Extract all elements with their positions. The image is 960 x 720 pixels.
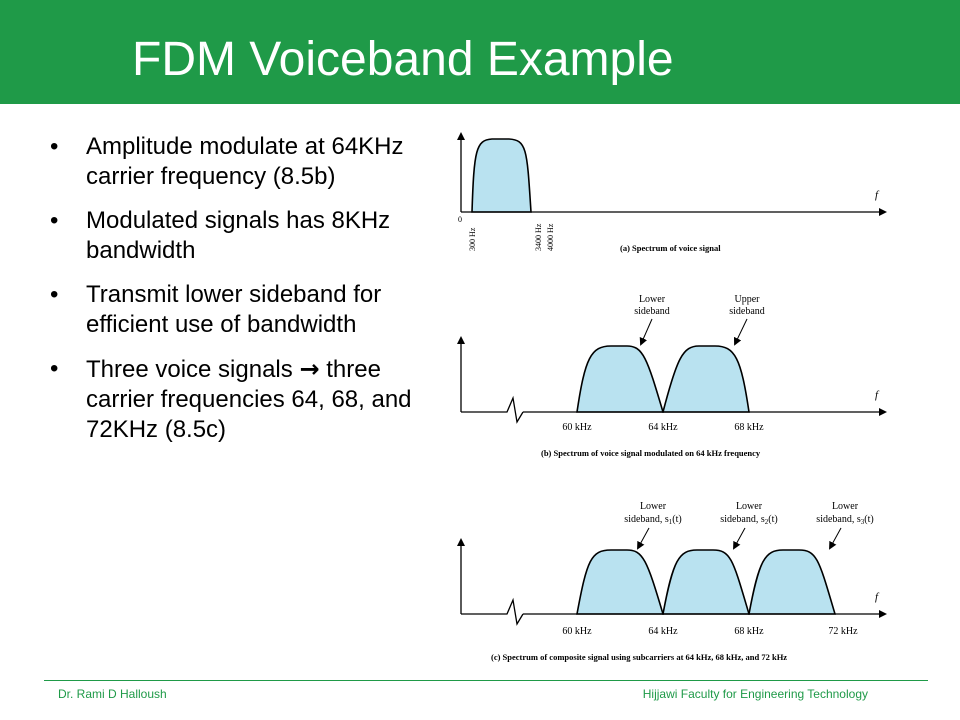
panel-b-f-label: f bbox=[875, 389, 880, 401]
panel-a-voice-spectrum: f 0 300 Hz 3400 Hz 4000 Hz (a) Spectrum … bbox=[457, 132, 887, 253]
sideband-s1-shape bbox=[576, 549, 665, 615]
bullet-text: Transmit lower sideband for efficient us… bbox=[86, 281, 382, 338]
s3-arrow bbox=[829, 527, 842, 550]
s1-label-line2: sideband, s1(t) bbox=[624, 514, 681, 526]
s2-arrow bbox=[733, 527, 746, 550]
tick-label-64khz: 64 kHz bbox=[648, 626, 678, 637]
bullet-item: • Amplitude modulate at 64KHz carrier fre… bbox=[50, 132, 420, 192]
upper-label-line1: Upper bbox=[735, 294, 761, 305]
s3-label-line1: Lower bbox=[832, 501, 859, 512]
bullet-item: • Modulated signals has 8KHz bandwidth bbox=[50, 206, 420, 266]
upper-sideband-shape bbox=[661, 345, 750, 413]
panel-c-x-axis-break bbox=[461, 597, 524, 626]
bullet-dot-icon: • bbox=[50, 133, 59, 160]
tick-label-300hz: 300 Hz bbox=[468, 227, 477, 251]
bullet-text: three carrier frequencies 64, 68, and 72… bbox=[86, 356, 412, 443]
s2-label-line2: sideband, s2(t) bbox=[720, 514, 777, 526]
lower-sideband-shape bbox=[576, 345, 665, 413]
s3-label-line2: sideband, s3(t) bbox=[816, 514, 873, 526]
panel-a-f-label: f bbox=[875, 189, 880, 201]
panel-c-f-label: f bbox=[875, 591, 880, 603]
sideband-s3-shape bbox=[748, 549, 837, 615]
upper-label-line2: sideband bbox=[729, 306, 765, 317]
tick-label-72khz: 72 kHz bbox=[828, 626, 858, 637]
upper-sideband-arrow bbox=[733, 318, 748, 346]
bullet-text: Modulated signals has 8KHz bandwidth bbox=[86, 207, 391, 264]
voice-spectrum-shape bbox=[471, 138, 532, 213]
spectrum-diagram: f 0 300 Hz 3400 Hz 4000 Hz (a) Spectrum … bbox=[457, 132, 887, 662]
sideband-s2-shape bbox=[662, 549, 751, 615]
lower-label-line2: sideband bbox=[634, 306, 670, 317]
slide-title: FDM Voiceband Example bbox=[132, 33, 674, 86]
tick-label-68khz: 68 kHz bbox=[734, 626, 764, 637]
footer-faculty: Hijjawi Faculty for Engineering Technolo… bbox=[642, 687, 868, 701]
title-bar: FDM Voiceband Example bbox=[0, 0, 960, 104]
bullet-list: • Amplitude modulate at 64KHz carrier fre… bbox=[50, 132, 420, 459]
tick-label-3400hz: 3400 Hz bbox=[534, 223, 543, 251]
tick-label-0: 0 bbox=[458, 215, 462, 224]
tick-label-60khz: 60 kHz bbox=[562, 422, 592, 433]
lower-label-line1: Lower bbox=[639, 294, 666, 305]
tick-label-64khz: 64 kHz bbox=[648, 422, 678, 433]
panel-b-x-axis-break bbox=[461, 395, 524, 424]
panel-b-caption: (b) Spectrum of voice signal modulated o… bbox=[541, 448, 761, 458]
bullet-item: • Transmit lower sideband for efficient u… bbox=[50, 280, 420, 340]
tick-label-60khz: 60 kHz bbox=[562, 626, 592, 637]
panel-c-composite-spectrum: f Lower sideband, s1(t) Lower sideband, … bbox=[457, 501, 887, 662]
right-arrow-icon: → bbox=[299, 355, 320, 383]
panel-b-modulated-spectrum: f Lower sideband Upper sideband 60 kHz 6… bbox=[457, 294, 887, 458]
tick-label-4000hz: 4000 Hz bbox=[546, 223, 555, 251]
bullet-dot-icon: • bbox=[50, 207, 59, 234]
bullet-item: • Three voice signals → three carrier fre… bbox=[50, 354, 420, 445]
s1-label-line1: Lower bbox=[640, 501, 667, 512]
bullet-text: Three voice signals bbox=[86, 356, 293, 383]
bullet-text: Amplitude modulate at 64KHz carrier freq… bbox=[86, 133, 404, 190]
lower-sideband-arrow bbox=[639, 318, 653, 346]
footer-author: Dr. Rami D Halloush bbox=[58, 687, 167, 701]
s1-arrow bbox=[637, 527, 650, 550]
panel-a-caption: (a) Spectrum of voice signal bbox=[620, 243, 721, 253]
s2-label-line1: Lower bbox=[736, 501, 763, 512]
bullet-dot-icon: • bbox=[50, 281, 59, 308]
footer-divider bbox=[44, 680, 928, 681]
bullet-dot-icon: • bbox=[50, 355, 59, 382]
fdm-spectrum-figure: f 0 300 Hz 3400 Hz 4000 Hz (a) Spectrum … bbox=[445, 118, 905, 678]
panel-c-caption: (c) Spectrum of composite signal using s… bbox=[491, 652, 787, 662]
tick-label-68khz: 68 kHz bbox=[734, 422, 764, 433]
